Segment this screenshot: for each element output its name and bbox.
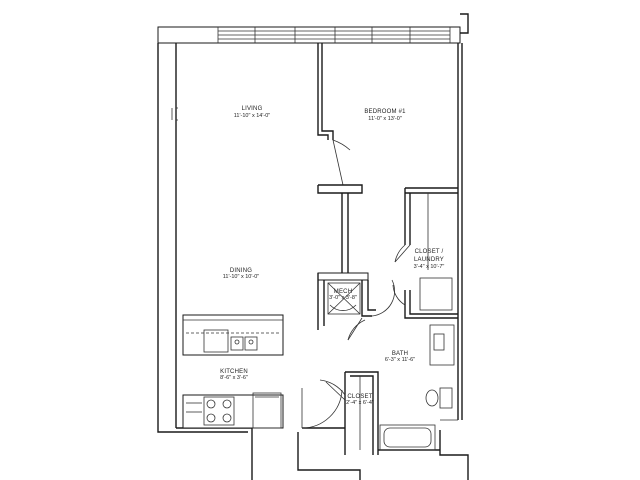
- left-wall: [157, 43, 178, 428]
- closet-laundry-label-line1: CLOSET /: [414, 249, 444, 255]
- bedroom-label: BEDROOM #1: [364, 109, 406, 115]
- closet-laundry: [392, 187, 458, 319]
- bedroom-dims: 11'-0" x 13'-0": [368, 116, 402, 122]
- bottom-wall: [157, 427, 469, 480]
- kitchen-label: KITCHEN: [220, 369, 248, 375]
- closet-dims: 2'-4" x 6'-4": [346, 400, 374, 406]
- corridor-walls: [317, 193, 395, 330]
- entry-closet: [319, 371, 379, 455]
- entry-door: [301, 388, 343, 429]
- closet-laundry-dims: 3'-4" x 10'-7": [413, 264, 445, 270]
- closet-label: CLOSET: [347, 394, 373, 400]
- living-bedroom-wall: [317, 43, 363, 194]
- mech-label: MECH: [333, 289, 353, 295]
- bath-label: BATH: [391, 351, 409, 357]
- bath-fixtures: [347, 317, 458, 451]
- dining-label: DINING: [229, 268, 253, 274]
- living-dims: 11'-10" x 14'-0": [233, 113, 271, 119]
- kitchen: [182, 314, 284, 429]
- living-label: LIVING: [241, 106, 263, 112]
- bath-dims: 6'-3" x 11'-6": [384, 357, 416, 363]
- closet-laundry-label-line2: LAUNDRY: [414, 257, 444, 263]
- top-right-column: [457, 13, 469, 420]
- kitchen-dims: 8'-6" x 3'-6": [220, 375, 248, 381]
- top-wall: [157, 26, 461, 44]
- dining-dims: 11'-10" x 10'-0": [222, 274, 260, 280]
- mech-dims: 3'-0" x 3'-8": [329, 295, 357, 301]
